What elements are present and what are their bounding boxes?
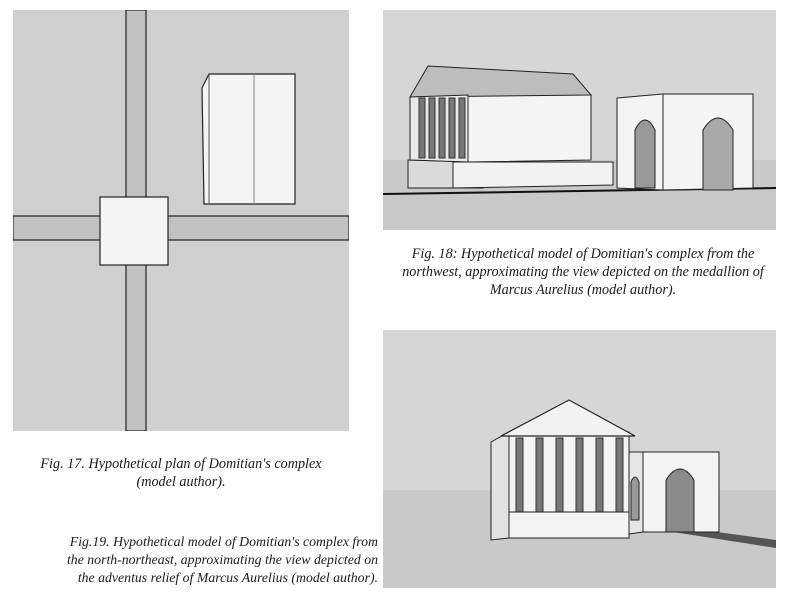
fig18-caption-line2: northwest, approximating the view depict… — [402, 264, 764, 280]
fig18-caption: Fig. 18: Hypothetical model of Domitian'… — [383, 245, 783, 299]
fig19-caption-line1: Fig.19. Hypothetical model of Domitian's… — [69, 534, 378, 549]
fig18-temple-roof — [409, 65, 593, 98]
fig17-plan-drawing — [13, 10, 349, 431]
fig18-caption-line3: Marcus Aurelius (model author). — [489, 282, 677, 298]
fig19-temple-pediment — [500, 399, 636, 437]
fig19-model-drawing — [383, 330, 776, 588]
fig19-temple-front — [508, 431, 630, 539]
fig18-temple-wall — [467, 94, 592, 163]
plan-temple-block — [201, 73, 296, 205]
fig18-temple-columns — [418, 97, 466, 159]
plan-road-horizontal — [13, 215, 349, 241]
fig18-caption-line1: Fig. 18: Hypothetical model of Domitian'… — [411, 246, 755, 262]
fig18-model-image — [383, 10, 776, 230]
fig17-caption-line1: Fig. 17. Hypothetical plan of Domitian's… — [40, 456, 322, 472]
fig18-model-drawing — [383, 10, 776, 230]
fig19-caption-line2: the north-northeast, approximating the v… — [66, 552, 378, 567]
fig19-model-image — [383, 330, 776, 588]
plan-central-square — [99, 196, 169, 266]
fig19-arch-opening — [665, 468, 695, 533]
fig18-arch-opening-right — [702, 117, 734, 191]
fig17-caption-line2: (model author). — [136, 474, 226, 490]
fig17-plan-image — [13, 10, 349, 431]
fig19-caption: Fig.19. Hypothetical model of Domitian's… — [13, 533, 378, 587]
fig19-caption-line3: the adventus relief of Marcus Aurelius (… — [77, 570, 378, 585]
fig18-arch-opening-left — [634, 119, 656, 189]
fig17-caption: Fig. 17. Hypothetical plan of Domitian's… — [13, 455, 349, 491]
